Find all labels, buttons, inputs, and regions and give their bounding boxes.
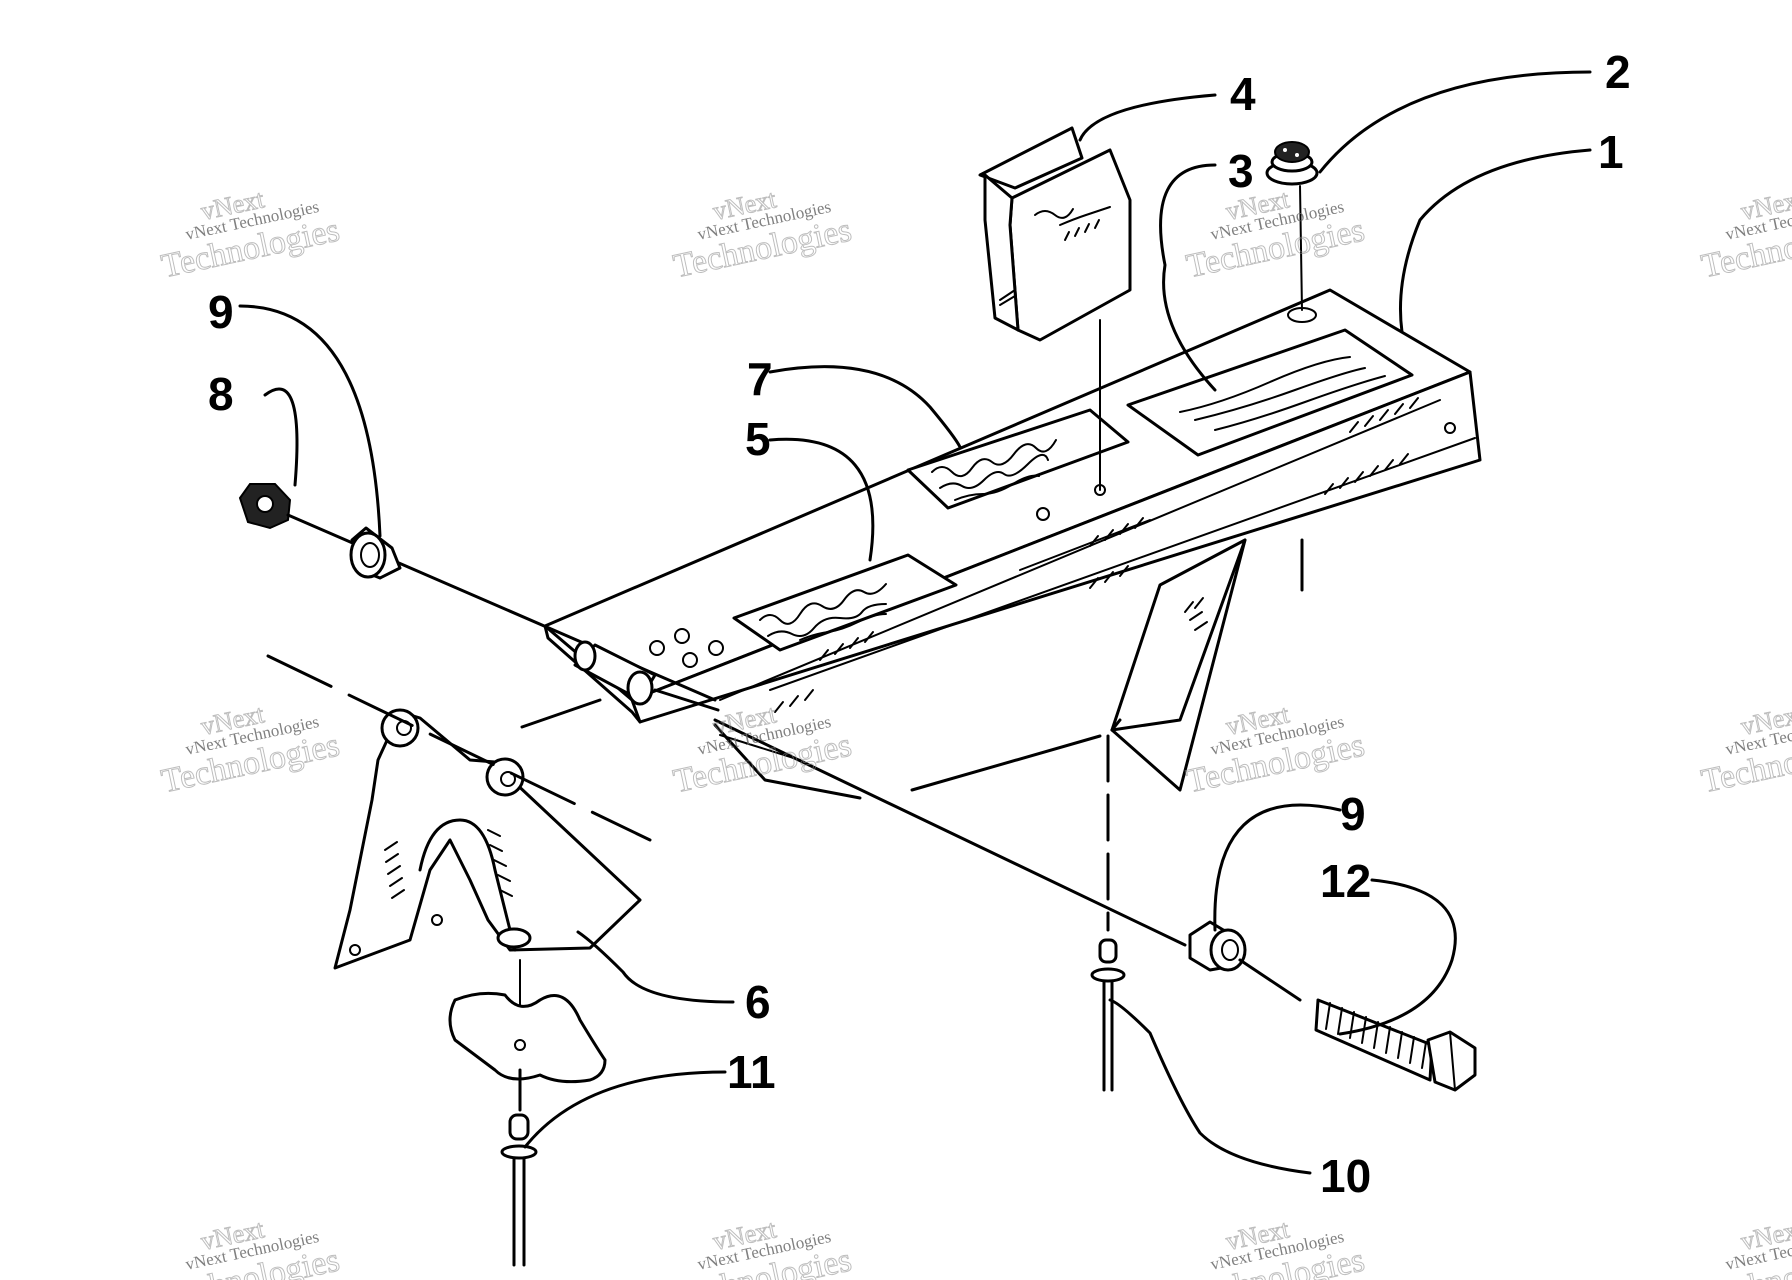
callout-8: 8: [208, 368, 234, 420]
callout-12: 12: [1320, 855, 1371, 907]
callout-4: 4: [1230, 68, 1256, 120]
callout-9-left: 9: [208, 286, 234, 338]
pouch-4: [978, 126, 1132, 496]
bolt-12: [1314, 998, 1477, 1092]
rivet-10: [1090, 734, 1126, 1092]
grommet-2: [1265, 141, 1319, 311]
nut-8: [238, 483, 292, 530]
watermark: vNext vNext Technologies Technologies: [670, 1214, 856, 1280]
decal-7: [906, 408, 1130, 510]
watermark: vNext vNext Technologies Technologies: [1698, 699, 1792, 801]
watermark: vNext vNext Technologies Technologies: [1183, 1214, 1369, 1280]
callout-6: 6: [745, 976, 771, 1028]
callout-7: 7: [747, 353, 773, 405]
callout-1: 1: [1598, 126, 1624, 178]
spacer-9-left: [349, 526, 402, 580]
watermark: vNext vNext Technologies Technologies: [158, 699, 344, 801]
bracket-6: [266, 654, 652, 1084]
callout-2: 2: [1605, 46, 1631, 98]
callout-9-right: 9: [1340, 788, 1366, 840]
watermark: vNext vNext Technologies Technologies: [1698, 184, 1792, 286]
watermark: vNext vNext Technologies Technologies: [670, 184, 856, 286]
callout-5: 5: [745, 413, 771, 465]
rivet-11: [500, 1068, 538, 1267]
decal-5: [732, 553, 958, 652]
watermark: vNext vNext Technologies Technologies: [158, 1214, 344, 1280]
watermark: vNext vNext Technologies Technologies: [158, 184, 344, 286]
spacer-9-right: [1188, 920, 1302, 1002]
decal-3: [1126, 328, 1414, 457]
leader-lines: [238, 70, 1592, 1175]
callout-11: 11: [727, 1046, 776, 1098]
callout-10: 10: [1320, 1150, 1371, 1202]
watermark: vNext vNext Technologies Technologies: [1698, 1214, 1792, 1280]
callout-3: 3: [1228, 145, 1254, 197]
tube: [573, 640, 720, 712]
watermark: vNext vNext Technologies Technologies: [1183, 184, 1369, 286]
